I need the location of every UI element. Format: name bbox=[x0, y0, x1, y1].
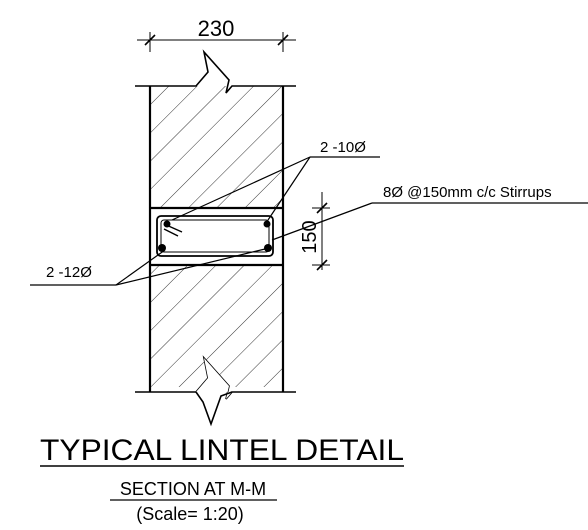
dimension-wall-width: 230 bbox=[137, 16, 296, 52]
top-bars-label: 2 -10Ø bbox=[320, 139, 366, 156]
top-bar-right bbox=[263, 220, 271, 228]
lower-wall bbox=[148, 265, 285, 392]
dimension-150-label: 150 bbox=[299, 220, 321, 253]
leader-stirrups: 8Ø @150mm c/c Stirrups bbox=[271, 184, 588, 241]
dimension-230-label: 230 bbox=[198, 16, 235, 41]
stirrups-label: 8Ø @150mm c/c Stirrups bbox=[383, 184, 552, 201]
bottom-bars-label: 2 -12Ø bbox=[46, 264, 92, 281]
bottom-bar-right bbox=[264, 244, 272, 252]
dimension-lintel-depth: 150 bbox=[299, 192, 330, 271]
top-break-line bbox=[135, 49, 296, 94]
leader-bottom-bars: 2 -12Ø bbox=[30, 248, 266, 286]
upper-wall bbox=[148, 86, 285, 208]
top-bar-left bbox=[163, 220, 171, 228]
scale-label: (Scale= 1:20) bbox=[136, 504, 244, 524]
leader-top-bars: 2 -10Ø bbox=[171, 139, 380, 221]
drawing-title: TYPICAL LINTEL DETAIL bbox=[40, 434, 404, 467]
section-subtitle: SECTION AT M-M bbox=[120, 479, 266, 499]
